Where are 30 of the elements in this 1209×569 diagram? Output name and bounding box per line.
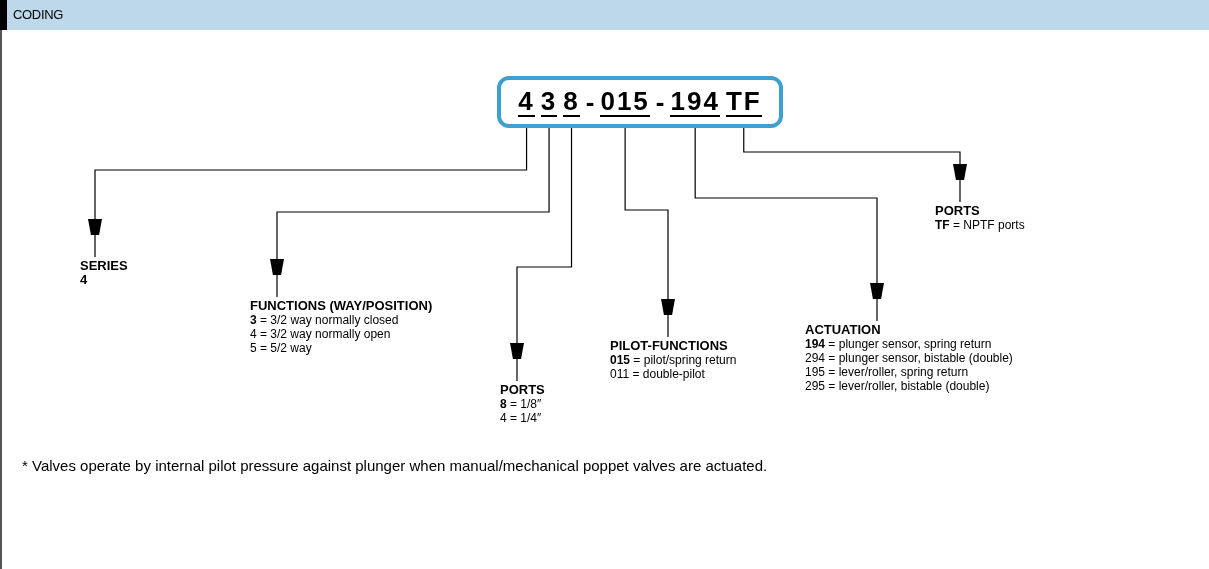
code-option: 015 = pilot/spring return xyxy=(610,353,737,367)
code-option: 195 = lever/roller, spring return xyxy=(805,365,1013,379)
series-value: 4 xyxy=(80,273,89,287)
footnote: * Valves operate by internal pilot pressure against plunger when manual/mechanical poppet valves are actuated. xyxy=(22,456,768,476)
code-segment: 015 xyxy=(600,87,650,117)
code-segment: 8 xyxy=(563,87,580,117)
code-option: 8 = 1/8″ xyxy=(500,397,545,411)
code-option: 295 = lever/roller, bistable (double) xyxy=(805,379,1013,393)
code-option: 011 = double-pilot xyxy=(610,367,737,381)
section-heading: ACTUATION xyxy=(805,322,882,337)
code-option: 5 = 5/2 way xyxy=(250,341,433,355)
section-heading: PORTS xyxy=(500,382,545,397)
code-option: 4 = 3/2 way normally open xyxy=(250,327,433,341)
code-segment: TF xyxy=(725,87,762,117)
section-heading: PILOT-FUNCTIONS xyxy=(610,338,729,353)
code-segment: 3 xyxy=(540,87,558,117)
section-heading: SERIES xyxy=(80,258,128,273)
section-title: CODING xyxy=(13,6,64,25)
code-option: 294 = plunger sensor, bistable (double) xyxy=(805,351,1013,365)
section-heading: FUNCTIONS (WAY/POSITION) xyxy=(250,298,433,313)
code-option: 4 = 1/4″ xyxy=(500,411,545,425)
code-segment: 194 xyxy=(670,87,720,117)
code-separator: - xyxy=(655,88,665,116)
code-option: 3 = 3/2 way normally closed xyxy=(250,313,433,327)
code-box xyxy=(497,76,783,128)
section-heading: PORTS xyxy=(935,203,981,218)
code-option: 194 = plunger sensor, spring return xyxy=(805,337,1013,351)
code-segment: 4 xyxy=(518,87,535,117)
code-separator: - xyxy=(585,88,595,116)
code-option: TF = NPTF ports xyxy=(935,218,1025,232)
